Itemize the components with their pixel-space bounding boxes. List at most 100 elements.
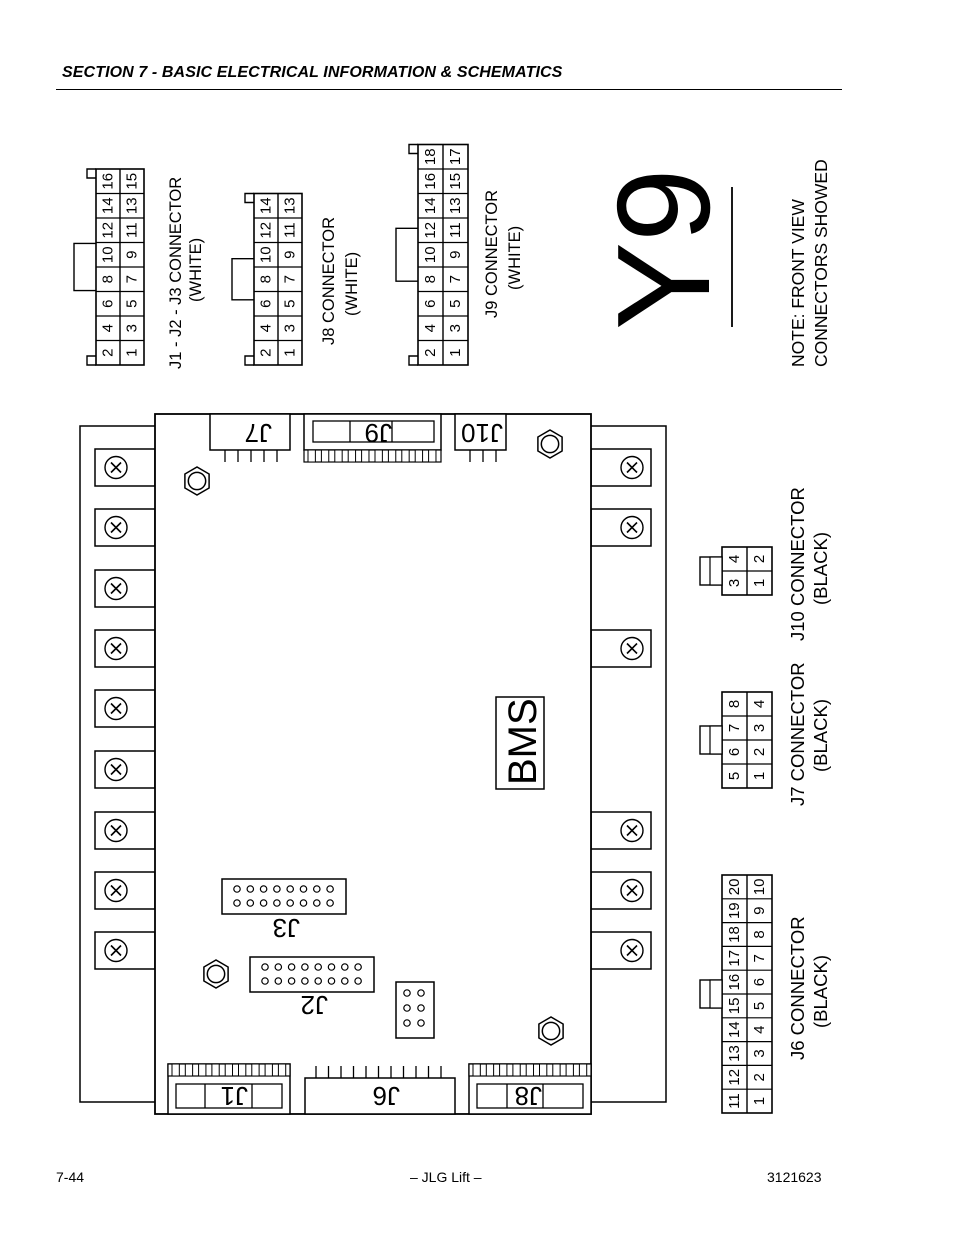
aux-header: [395, 981, 435, 1039]
j9-pin-11: 11: [447, 222, 464, 238]
j9-connector-label: J9 CONNECTOR: [483, 190, 501, 318]
j1j2j3-pin-13: 13: [124, 197, 141, 214]
j1j2j3-pin-15: 15: [124, 173, 141, 190]
j7-header: J7: [209, 413, 291, 462]
j9-pin-5: 5: [447, 300, 464, 308]
j6-connector-label: J6 CONNECTOR: [787, 916, 808, 1060]
j8-pin-12: 12: [258, 222, 275, 239]
j8-pin-11: 11: [282, 222, 299, 238]
note-line-2: CONNECTORS SHOWED: [811, 159, 831, 367]
j1j2j3-pin-14: 14: [100, 197, 117, 214]
j10-header-label: J10: [461, 418, 503, 448]
j7-pin-3: 3: [751, 724, 768, 732]
j6-pin-4: 4: [751, 1026, 768, 1034]
j8-pin-3: 3: [282, 324, 299, 332]
j1j2j3-pin-3: 3: [124, 324, 141, 332]
j9-pin-6: 6: [422, 300, 439, 308]
j8-pin-14: 14: [258, 197, 275, 214]
j10-connector-label: J10 CONNECTOR: [787, 487, 808, 641]
j6-pin-15: 15: [726, 998, 743, 1015]
j10-pin-1: 1: [751, 579, 768, 587]
bms-board: [154, 413, 592, 1115]
j9-pin-13: 13: [447, 197, 464, 214]
j8-pin-6: 6: [258, 300, 275, 308]
j6-pin-6: 6: [751, 978, 768, 986]
bms-label: BMS: [501, 698, 545, 785]
j10-connector-color: (BLACK): [810, 532, 831, 605]
j9-header-label: J9: [365, 418, 392, 448]
j9-pin-10: 10: [422, 246, 439, 263]
y9-label: Y9: [590, 169, 737, 330]
j1j2j3-pin-9: 9: [124, 251, 141, 259]
j6-pin-8: 8: [751, 930, 768, 938]
j1j2j3-pin-10: 10: [100, 246, 117, 263]
j2-header: J2: [249, 956, 375, 1020]
j8-pin-8: 8: [258, 275, 275, 283]
j6-pin-2: 2: [751, 1073, 768, 1081]
j1-j2-j3-connector-color: (WHITE): [187, 238, 205, 302]
j1j2j3-pin-5: 5: [124, 300, 141, 308]
j6-pin-18: 18: [726, 926, 743, 943]
j10-pin-4: 4: [726, 555, 743, 563]
j9-pin-14: 14: [422, 197, 439, 214]
j6-pin-7: 7: [751, 954, 768, 962]
j9-pin-2: 2: [422, 349, 439, 357]
j8-pin-13: 13: [282, 197, 299, 214]
j1j2j3-pin-16: 16: [100, 173, 117, 190]
j6-pin-14: 14: [726, 1021, 743, 1038]
page-number: 7-44: [56, 1169, 85, 1185]
j1j2j3-pin-1: 1: [124, 349, 141, 357]
j8-pin-9: 9: [282, 251, 299, 259]
j1j2j3-pin-6: 6: [100, 300, 117, 308]
footer-brand: – JLG Lift –: [410, 1169, 482, 1185]
j1-header: J1: [167, 1063, 291, 1115]
j3-header: J3: [221, 878, 347, 943]
j6-header: J6: [304, 1066, 456, 1115]
j8-pin-7: 7: [282, 275, 299, 283]
j1j2j3-pin-7: 7: [124, 275, 141, 283]
j7-pin-2: 2: [751, 748, 768, 756]
j6-pin-19: 19: [726, 902, 743, 919]
j1j2j3-pin-11: 11: [124, 222, 141, 238]
j6-pin-11: 11: [726, 1093, 743, 1109]
j6-pin-13: 13: [726, 1045, 743, 1062]
j6-pin-17: 17: [726, 950, 743, 967]
j8-pin-4: 4: [258, 324, 275, 332]
section-title: SECTION 7 - BASIC ELECTRICAL INFORMATION…: [62, 64, 563, 81]
j1-header-label: J1: [221, 1081, 248, 1111]
j1j2j3-pin-2: 2: [100, 349, 117, 357]
j8-pin-2: 2: [258, 349, 275, 357]
j6-pin-10: 10: [751, 879, 768, 896]
bms-label-box: [495, 696, 545, 790]
j6-pin-9: 9: [751, 907, 768, 915]
j3-header-label: J3: [273, 913, 300, 943]
j9-pin-7: 7: [447, 275, 464, 283]
j7-pin-8: 8: [726, 700, 743, 708]
j1-j2-j3-connector-label: J1 - J2 - J3 CONNECTOR: [167, 177, 185, 369]
j7-header-label: J7: [245, 418, 272, 448]
j8-connector-label: J8 CONNECTOR: [320, 217, 338, 345]
j6-pin-12: 12: [726, 1069, 743, 1086]
j7-pin-6: 6: [726, 748, 743, 756]
note-line-1: NOTE: FRONT VIEW: [788, 199, 808, 367]
j9-pin-9: 9: [447, 251, 464, 259]
j9-pin-15: 15: [447, 173, 464, 190]
j9-pin-8: 8: [422, 275, 439, 283]
j6-pin-5: 5: [751, 1002, 768, 1010]
j6-connector-color: (BLACK): [810, 955, 831, 1028]
j7-connector-color: (BLACK): [810, 699, 831, 772]
j10-header: J10: [454, 413, 507, 462]
j9-pin-12: 12: [422, 222, 439, 239]
document-number: 3121623: [767, 1169, 822, 1185]
j6-pin-16: 16: [726, 974, 743, 991]
header-rule: [56, 89, 842, 90]
j9-pin-3: 3: [447, 324, 464, 332]
j6-pin-20: 20: [726, 879, 743, 896]
